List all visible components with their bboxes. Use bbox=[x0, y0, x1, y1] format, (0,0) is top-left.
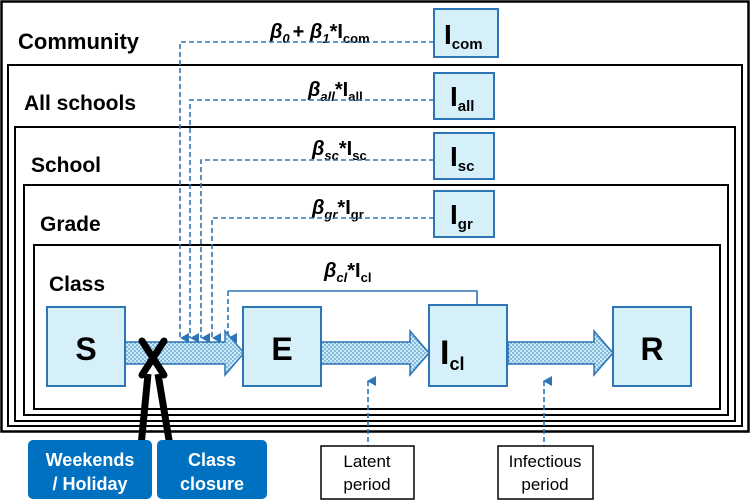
level-label-grade: Grade bbox=[40, 213, 101, 236]
latent-period-box: Latent period bbox=[320, 445, 415, 500]
label-sub: gr bbox=[458, 216, 473, 233]
flow-arrow-e-i bbox=[320, 328, 430, 378]
school-box bbox=[14, 126, 736, 422]
dashed-line-gr bbox=[211, 217, 434, 343]
infection-box-com: Icom bbox=[433, 8, 499, 58]
svg-text:Latent: Latent bbox=[343, 452, 391, 471]
state-box-i: Icl bbox=[428, 304, 508, 387]
state-box-r: R bbox=[612, 306, 692, 387]
svg-text:Weekends: Weekends bbox=[46, 450, 135, 470]
formula-cl: βcl*Icl bbox=[323, 260, 371, 285]
flow-arrow-i-r bbox=[507, 328, 614, 378]
svg-text:period: period bbox=[343, 475, 390, 494]
class-closure-box: Class closure bbox=[157, 440, 267, 499]
label-main: I bbox=[450, 199, 458, 230]
svg-text:Icl: Icl bbox=[440, 334, 464, 374]
state-box-e: E bbox=[242, 306, 322, 387]
all-schools-box bbox=[7, 64, 743, 427]
svg-text:S: S bbox=[75, 331, 96, 367]
infectious-period-box: Infectious period bbox=[497, 445, 594, 500]
label-main: I bbox=[450, 141, 458, 172]
svg-text:Class: Class bbox=[188, 450, 236, 470]
dashed-line-all bbox=[189, 99, 434, 343]
level-label-community: Community bbox=[18, 29, 140, 54]
infection-box-all: Iall bbox=[433, 72, 495, 120]
svg-text:Igr: Igr bbox=[450, 199, 473, 233]
label-sub: all bbox=[458, 98, 475, 115]
svg-text:Infectious: Infectious bbox=[509, 452, 582, 471]
svg-text:R: R bbox=[640, 331, 663, 367]
label-main: I bbox=[450, 81, 458, 112]
svg-text:Iall: Iall bbox=[450, 81, 474, 115]
infection-box-sc: Isc bbox=[433, 132, 495, 180]
level-label-all-schools: All schools bbox=[24, 92, 136, 115]
level-label-class: Class bbox=[49, 273, 105, 296]
dashed-line-sc bbox=[200, 159, 434, 343]
solid-line-cl-top bbox=[228, 290, 478, 305]
svg-text:Icom: Icom bbox=[444, 19, 483, 53]
weekends-holiday-box: Weekends / Holiday bbox=[28, 440, 152, 499]
dashed-line-com bbox=[179, 41, 434, 343]
state-box-s: S bbox=[46, 306, 126, 387]
formula-com: β0+ β1*Icom bbox=[269, 21, 370, 46]
svg-text:period: period bbox=[521, 475, 568, 494]
intervention-legs bbox=[137, 373, 174, 447]
svg-text:E: E bbox=[271, 331, 292, 367]
community-box bbox=[0, 0, 750, 433]
infection-box-gr: Igr bbox=[433, 190, 495, 238]
cross-icon bbox=[138, 337, 168, 379]
label-main: I bbox=[444, 19, 452, 50]
label-sub: sc bbox=[458, 158, 475, 175]
label-sub: com bbox=[452, 36, 483, 53]
svg-text:Isc: Isc bbox=[450, 141, 474, 175]
class-box bbox=[33, 244, 721, 410]
svg-text:closure: closure bbox=[180, 474, 244, 494]
svg-text:/ Holiday: / Holiday bbox=[52, 474, 127, 494]
level-label-school: School bbox=[31, 154, 101, 177]
grade-box bbox=[23, 184, 729, 416]
